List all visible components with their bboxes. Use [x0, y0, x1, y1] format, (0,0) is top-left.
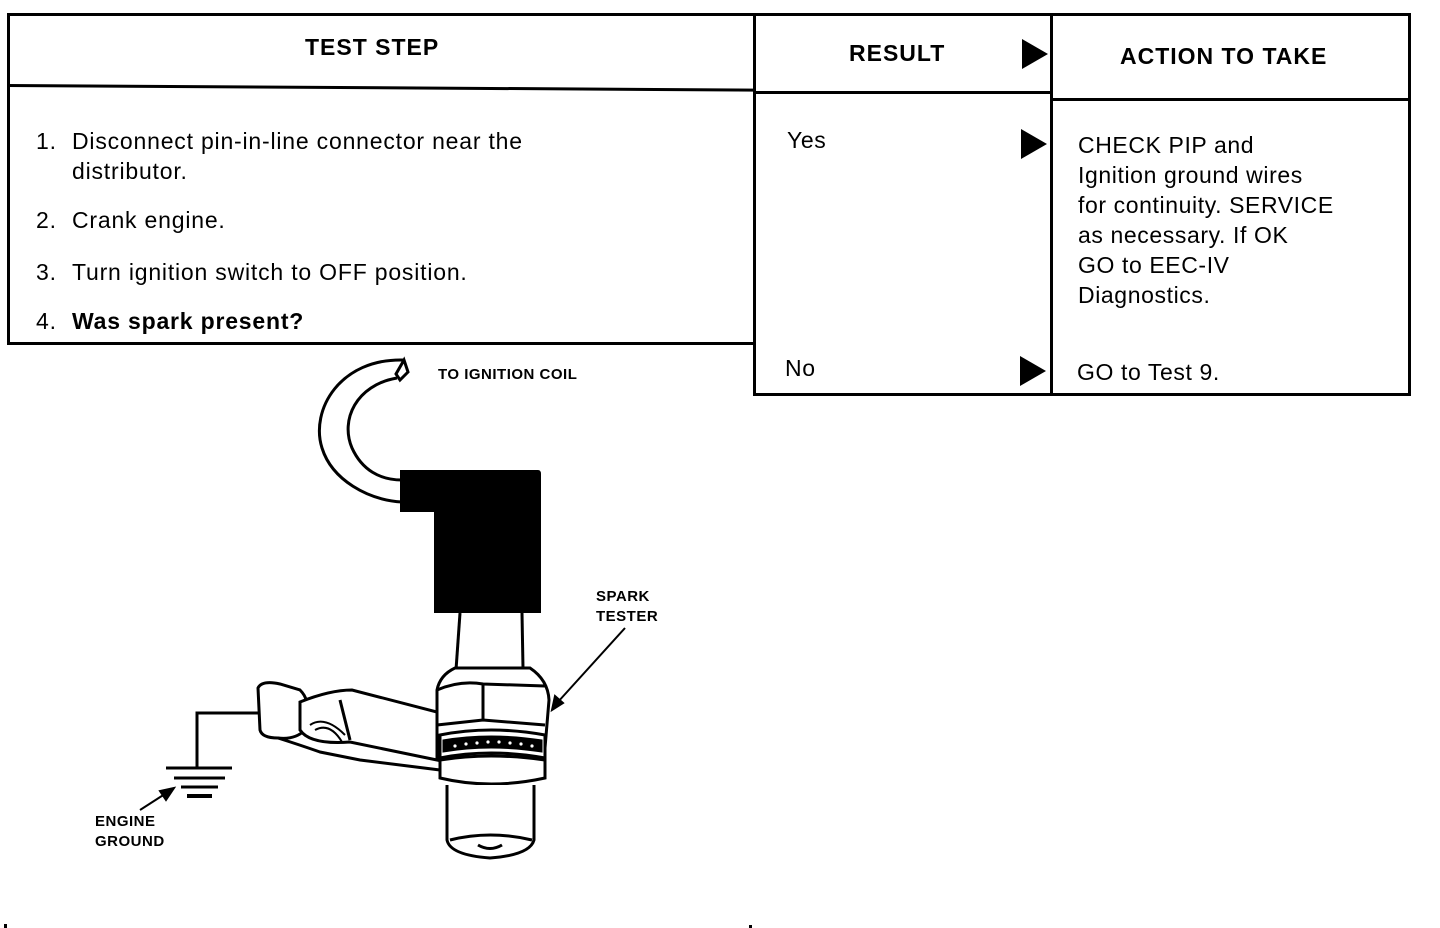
engine-ground-label-line: GROUND — [95, 833, 165, 850]
step-number: 2. — [36, 207, 57, 233]
action-line: for continuity. SERVICE — [1078, 192, 1334, 218]
test-step-table — [7, 13, 757, 345]
spark-tester-label-line: TESTER — [596, 608, 659, 625]
step-number: 4. — [36, 308, 57, 334]
result-no: No — [785, 355, 816, 381]
result-arrow-icon — [1020, 356, 1046, 386]
step-text: Turn ignition switch to OFF position. — [72, 259, 468, 285]
action-header: ACTION TO TAKE — [1120, 43, 1328, 69]
step-text: Was spark present? — [72, 308, 305, 334]
step-text: Crank engine. — [72, 207, 226, 233]
result-arrow-icon — [1021, 129, 1047, 159]
engine-ground-label-line: ENGINE — [95, 813, 156, 830]
action-line: CHECK PIP and — [1078, 132, 1255, 158]
result-header-divider — [753, 91, 1053, 94]
step-text: Disconnect pin-in-line connector near th… — [72, 128, 523, 184]
ignition-coil-label: TO IGNITION COIL — [438, 366, 578, 383]
step-number: 1. — [36, 128, 57, 154]
test-step-header: TEST STEP — [305, 34, 440, 60]
action-header-divider — [1051, 98, 1411, 101]
alligator-clip — [256, 681, 441, 772]
scan-mark — [749, 925, 752, 928]
action-line: Ignition ground wires — [1078, 162, 1303, 188]
ignition-wire — [317, 356, 410, 504]
result-header: RESULT — [849, 40, 946, 66]
result-action-column-divider — [1050, 13, 1053, 396]
spark-tester-leader-arrow — [550, 627, 626, 713]
action-no: GO to Test 9. — [1077, 359, 1220, 385]
tester-body — [438, 754, 547, 860]
result-yes: Yes — [787, 127, 827, 153]
tester-knurled-band — [438, 728, 547, 760]
spark-plug-boot — [400, 470, 541, 613]
spark-tester-label: SPARK TESTER — [596, 587, 658, 627]
action-line: as necessary. If OK — [1078, 222, 1289, 248]
engine-ground-label: ENGINE GROUND — [95, 812, 165, 852]
result-action-table — [753, 13, 1411, 396]
action-yes: CHECK PIP and Ignition ground wires for … — [1078, 130, 1334, 310]
ground-symbol — [166, 711, 260, 798]
spark-tester-label-line: SPARK — [596, 588, 650, 605]
engine-ground-leader-arrow — [139, 786, 177, 811]
scan-mark — [4, 924, 7, 928]
step-number: 3. — [36, 259, 57, 285]
tester-shaft — [454, 612, 525, 671]
action-line: Diagnostics. — [1078, 282, 1211, 308]
result-arrow-icon — [1022, 39, 1048, 69]
action-line: GO to EEC-IV — [1078, 252, 1230, 278]
